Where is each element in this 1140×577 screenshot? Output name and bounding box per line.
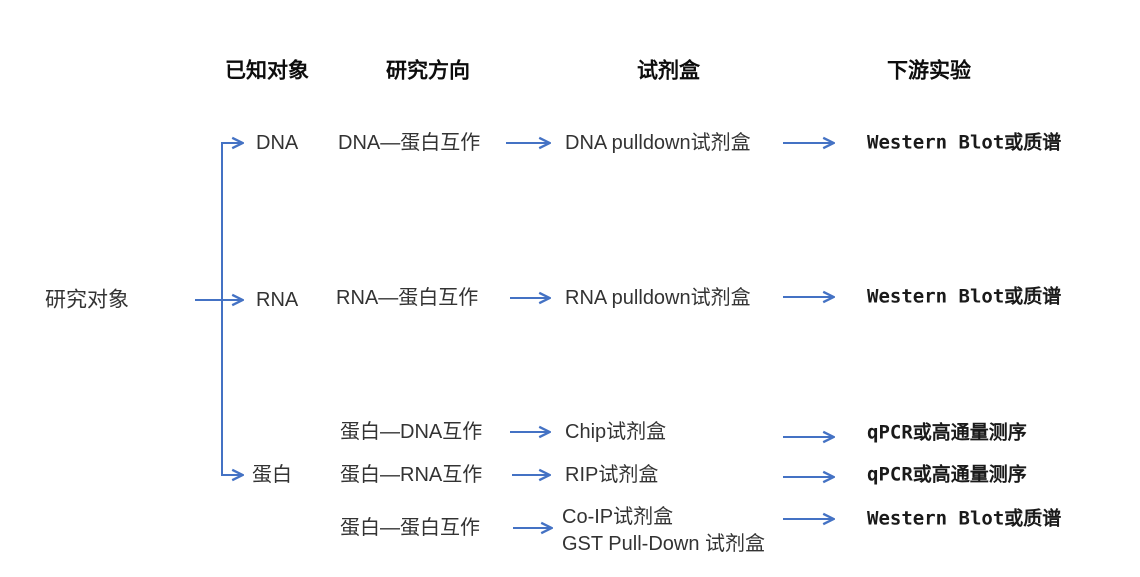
downstream-qpcr-1: qPCR或高通量测序 [867,421,1027,444]
header-research-direction: 研究方向 [386,59,470,83]
kit-gst-pulldown: GST Pull-Down 试剂盒 [562,533,766,555]
kit-dna-pulldown: DNA pulldown试剂盒 [565,132,751,154]
header-kit: 试剂盒 [637,59,700,83]
downstream-western-blot-2: Western Blot或质谱 [867,285,1062,308]
header-downstream: 下游实验 [887,59,971,83]
root-label: 研究对象 [45,288,129,312]
downstream-qpcr-2: qPCR或高通量测序 [867,463,1027,486]
direction-protein-protein: 蛋白—蛋白互作 [340,517,480,539]
branch-label-protein: 蛋白 [252,464,292,486]
kit-chip: Chip试剂盒 [565,421,667,443]
header-known-object: 已知对象 [225,59,309,83]
kit-rip: RIP试剂盒 [565,464,659,486]
direction-rna-protein: RNA—蛋白互作 [336,287,479,309]
kit-rna-pulldown: RNA pulldown试剂盒 [565,287,751,309]
direction-protein-dna: 蛋白—DNA互作 [340,421,483,443]
branch-label-rna: RNA [256,289,299,311]
kit-coip: Co-IP试剂盒 [562,506,674,528]
downstream-western-blot-3: Western Blot或质谱 [867,507,1062,530]
direction-dna-protein: DNA—蛋白互作 [338,132,481,154]
branch-label-dna: DNA [256,132,299,154]
direction-protein-rna: 蛋白—RNA互作 [340,464,483,486]
downstream-western-blot-1: Western Blot或质谱 [867,131,1062,154]
